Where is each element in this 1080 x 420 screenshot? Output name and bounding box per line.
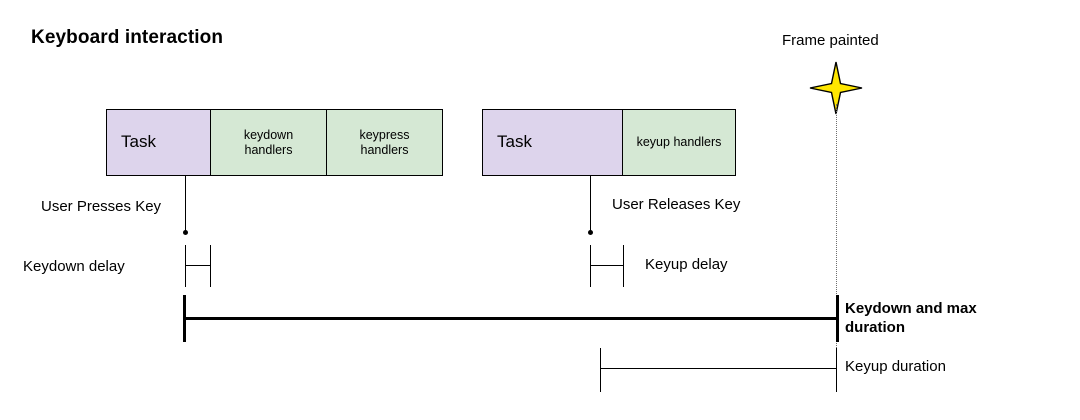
- keydown-max-duration-label-line2: duration: [845, 318, 905, 336]
- keydown-handlers-block: keydown handlers: [210, 109, 327, 176]
- keydown-max-duration-span: [183, 317, 839, 320]
- keyup-delay-label: Keyup delay: [645, 256, 728, 273]
- keyup-handlers-label: keyup handlers: [636, 135, 722, 150]
- keyup-duration-right-cap: [836, 348, 838, 392]
- task-block-keydown-label: Task: [121, 132, 156, 152]
- keypress-handlers-block: keypress handlers: [326, 109, 443, 176]
- keyup-handlers-block: keyup handlers: [622, 109, 736, 176]
- task-block-keyup: Task: [482, 109, 623, 176]
- keydown-max-duration-label-line1: Keydown and max: [845, 300, 977, 317]
- keydown-handlers-label-line2: handlers: [244, 142, 293, 157]
- frame-painted-label: Frame painted: [782, 32, 879, 49]
- keypress-handlers-label-line1: keypress: [359, 127, 410, 142]
- keyup-duration-left-cap: [600, 348, 602, 392]
- keydown-max-duration-right-cap: [836, 295, 839, 342]
- keydown-max-duration-label: Keydown and max duration: [845, 300, 1025, 338]
- user-presses-key-dot: [183, 230, 188, 235]
- keydown-delay-span: [185, 265, 211, 267]
- frame-painted-guide-line: [836, 104, 837, 390]
- user-releases-key-label: User Releases Key: [612, 196, 741, 213]
- keydown-handlers-label-line1: keydown: [243, 127, 294, 142]
- task-block-keydown: Task: [106, 109, 211, 176]
- page-title: Keyboard interaction: [31, 27, 224, 48]
- keyup-duration-label: Keyup duration: [845, 358, 946, 375]
- keydown-delay-label: Keydown delay: [23, 258, 125, 275]
- task-block-keyup-label: Task: [497, 132, 532, 152]
- user-presses-key-connector: [185, 176, 187, 232]
- user-releases-key-dot: [588, 230, 593, 235]
- keyup-delay-span: [590, 265, 624, 267]
- user-presses-key-label: User Presses Key: [41, 198, 162, 215]
- user-releases-key-connector: [590, 176, 592, 232]
- keyup-duration-span: [600, 368, 837, 370]
- keypress-handlers-label-line2: handlers: [360, 142, 409, 157]
